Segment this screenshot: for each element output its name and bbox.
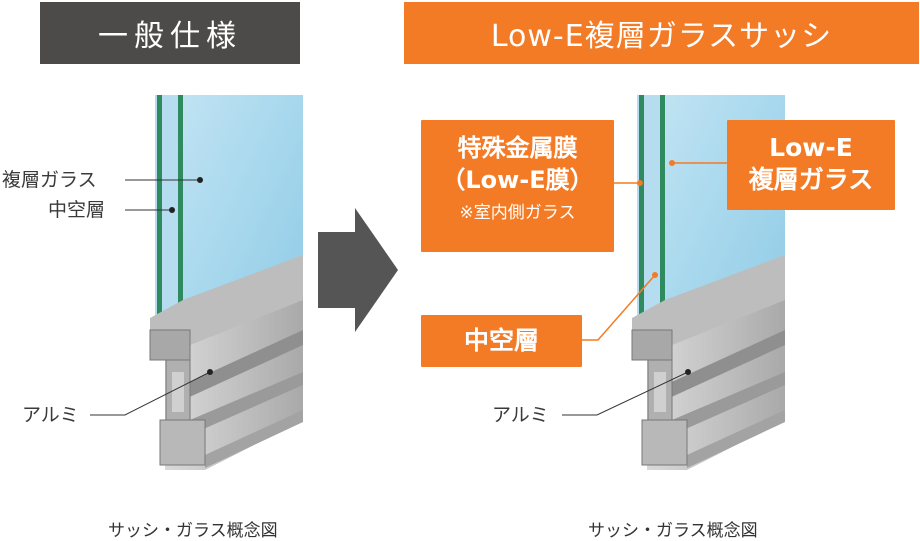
- lowe-glass-line1: Low-E: [769, 133, 853, 162]
- right-profile-bottom: [641, 419, 688, 466]
- special-film-subtitle: （Low-E膜）: [441, 166, 594, 194]
- left-profile-inner: [172, 372, 184, 412]
- left-hollow-dot: [169, 207, 175, 213]
- left-hollow-layer-label: 中空層: [48, 199, 106, 221]
- left-frame-groove2: [190, 372, 303, 435]
- left-sash-illustration: [149, 95, 303, 470]
- transition-arrow: [318, 208, 398, 332]
- left-profile-bottom: [159, 419, 206, 466]
- special-film-note: ※室内側ガラス: [459, 203, 576, 223]
- right-hollow-leader: [582, 274, 656, 341]
- right-frame-groove2: [672, 372, 785, 435]
- special-metal-film-box: 特殊金属膜 （Low-E膜） ※室内側ガラス: [421, 120, 614, 252]
- right-frame-groove1: [665, 330, 785, 400]
- left-aluminum-dot: [207, 369, 213, 375]
- lowe-glass-line2: 複層ガラス: [748, 165, 874, 194]
- left-double-glass-dot: [197, 177, 203, 183]
- right-lowe-dot: [669, 160, 675, 166]
- right-aluminum-label: アルミ: [492, 404, 549, 426]
- lowe-sash-title: Low-E複層ガラスサッシ: [490, 19, 833, 54]
- lowe-sash-header: Low-E複層ガラスサッシ: [404, 2, 919, 64]
- left-aluminum-label: アルミ: [22, 404, 79, 426]
- right-hollow-dot: [652, 272, 658, 278]
- hollow-layer-box: 中空層: [421, 315, 582, 367]
- special-film-title: 特殊金属膜: [457, 134, 578, 162]
- right-profile-top: [631, 329, 673, 361]
- right-aluminum-leader: [562, 371, 689, 416]
- right-inner-pane: [660, 95, 665, 340]
- left-outer-pane: [157, 95, 162, 340]
- right-film-dot: [637, 180, 643, 186]
- left-double-glass-label: 複層ガラス: [2, 169, 97, 191]
- left-inner-pane: [178, 95, 183, 340]
- right-profile-inner: [654, 372, 666, 412]
- lowe-double-glass-box: Low-E 複層ガラス: [727, 120, 895, 210]
- right-outer-pane: [639, 95, 644, 340]
- standard-spec-header: 一般仕様: [40, 2, 300, 64]
- left-frame-groove3: [205, 410, 303, 468]
- left-caption: サッシ・ガラス概念図: [108, 521, 278, 541]
- right-caption: サッシ・ガラス概念図: [588, 521, 758, 541]
- left-aluminum-leader: [90, 371, 211, 416]
- right-aluminum-dot: [685, 369, 691, 375]
- left-frame-groove1: [183, 330, 303, 400]
- standard-spec-title: 一般仕様: [98, 19, 242, 54]
- right-frame-groove3: [687, 410, 785, 468]
- left-profile-top: [149, 329, 191, 361]
